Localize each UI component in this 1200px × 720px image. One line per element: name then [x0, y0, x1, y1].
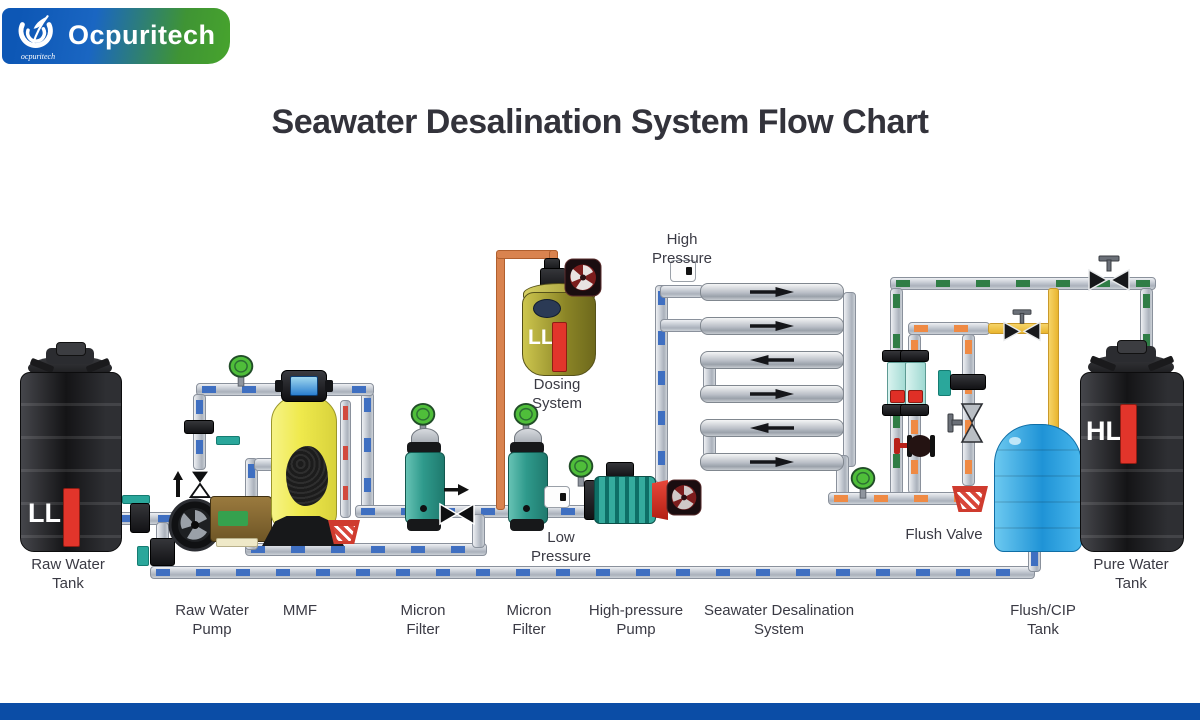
pure-water-tank-label: Pure Water Tank	[1093, 556, 1169, 592]
pure-tank-level-indicator	[1120, 404, 1137, 464]
flow-meter-float	[908, 390, 923, 403]
brand-logo-icon	[18, 15, 53, 48]
membrane-flow-arrow	[750, 423, 794, 433]
raw-tank-level-indicator	[63, 488, 80, 547]
pipe-segment	[908, 322, 990, 335]
flow-arrow-up-icon	[173, 471, 183, 497]
flush-cip-tank-label: Flush/CIP Tank	[1010, 602, 1076, 638]
ro-system-label: Seawater Desalination System	[703, 602, 855, 638]
mmf-control-valve	[275, 370, 333, 402]
drain-valve-icon	[947, 403, 984, 443]
valve-handle	[216, 436, 240, 445]
pipe-segment-backwash	[340, 400, 351, 518]
isolation-valve-icon	[439, 484, 475, 526]
dosing-system-label: Dosing System	[531, 376, 582, 412]
pipe-segment	[361, 392, 374, 514]
flush-cip-tank	[994, 424, 1082, 552]
raw-tank-level-mark: LL	[28, 498, 61, 528]
brand-banner: ocpuritech Ocpuritech	[2, 8, 230, 64]
pipe-coupling	[900, 404, 929, 416]
cip-line-valve-icon	[1003, 309, 1041, 342]
high-pressure-pump-label: High-pressure Pump	[588, 602, 684, 638]
flush-valve-label: Flush Valve	[905, 526, 983, 543]
permeate-line-valve-icon	[1088, 255, 1130, 292]
pressure-gauge-icon	[513, 402, 539, 435]
micron-filter-2-label: Micron Filter	[506, 602, 552, 638]
pipe-segment	[1028, 546, 1041, 572]
valve-body	[950, 374, 986, 390]
check-valve-icon	[188, 470, 212, 498]
dosing-tank-port	[533, 299, 561, 318]
dosing-level-indicator	[552, 322, 567, 372]
page-title: Seawater Desalination System Flow Chart	[271, 103, 929, 141]
brand-name: Ocpuritech	[68, 20, 216, 50]
pipe-segment	[660, 319, 704, 332]
pipe-segment	[660, 285, 704, 298]
high-pressure-switch	[670, 260, 696, 282]
pipe-segment-dosing	[496, 252, 505, 510]
pipe-segment	[472, 514, 485, 548]
low-pressure-label: Low Pressure	[530, 529, 592, 565]
drain-basket-icon	[952, 486, 988, 512]
raw-water-tank-label: Raw Water Tank	[31, 556, 105, 592]
membrane-vessel	[700, 419, 844, 437]
membrane-vessel	[700, 317, 844, 335]
valve-handle	[137, 546, 149, 566]
pipe-segment	[150, 566, 1035, 579]
pure-tank-level-mark: HL	[1086, 416, 1122, 446]
pipe-coupling	[900, 350, 929, 362]
valve-body	[130, 503, 150, 533]
pressure-gauge-icon	[568, 454, 594, 487]
dosing-mixer-fan-icon	[564, 258, 602, 297]
micron-filter-1-label: Micron Filter	[400, 602, 446, 638]
raw-water-pump-label: Raw Water Pump	[175, 602, 249, 638]
footer-bar	[0, 703, 1200, 720]
pressure-gauge-icon	[850, 466, 876, 499]
pipe-coupling	[184, 420, 214, 434]
membrane-vessel	[700, 283, 844, 301]
pump-impeller-icon	[168, 498, 222, 552]
membrane-flow-arrow	[750, 321, 794, 331]
pipe-segment	[655, 285, 668, 483]
flush-valve-icon	[894, 435, 935, 457]
membrane-flow-arrow	[750, 389, 794, 399]
flow-meter-float	[890, 390, 905, 403]
low-pressure-switch	[544, 486, 570, 508]
membrane-flow-arrow	[750, 355, 794, 365]
membrane-flow-arrow	[750, 287, 794, 297]
pressure-gauge-icon	[228, 354, 254, 387]
valve-body	[150, 538, 175, 566]
membrane-vessel	[700, 351, 844, 369]
pump-fan-icon	[666, 479, 702, 516]
pipe-segment-cip	[1048, 288, 1059, 434]
pipe-segment	[843, 292, 856, 467]
membrane-flow-arrow	[750, 457, 794, 467]
mmf-label: MMF	[282, 602, 318, 619]
drain-basket-icon	[328, 520, 360, 544]
brand-script-text: ocpuritech	[20, 52, 56, 61]
dosing-level-mark: LL	[528, 326, 554, 349]
pipe-segment	[245, 543, 487, 556]
high-pressure-label: High Pressure	[651, 231, 713, 267]
membrane-vessel	[700, 453, 844, 471]
membrane-vessel	[700, 385, 844, 403]
